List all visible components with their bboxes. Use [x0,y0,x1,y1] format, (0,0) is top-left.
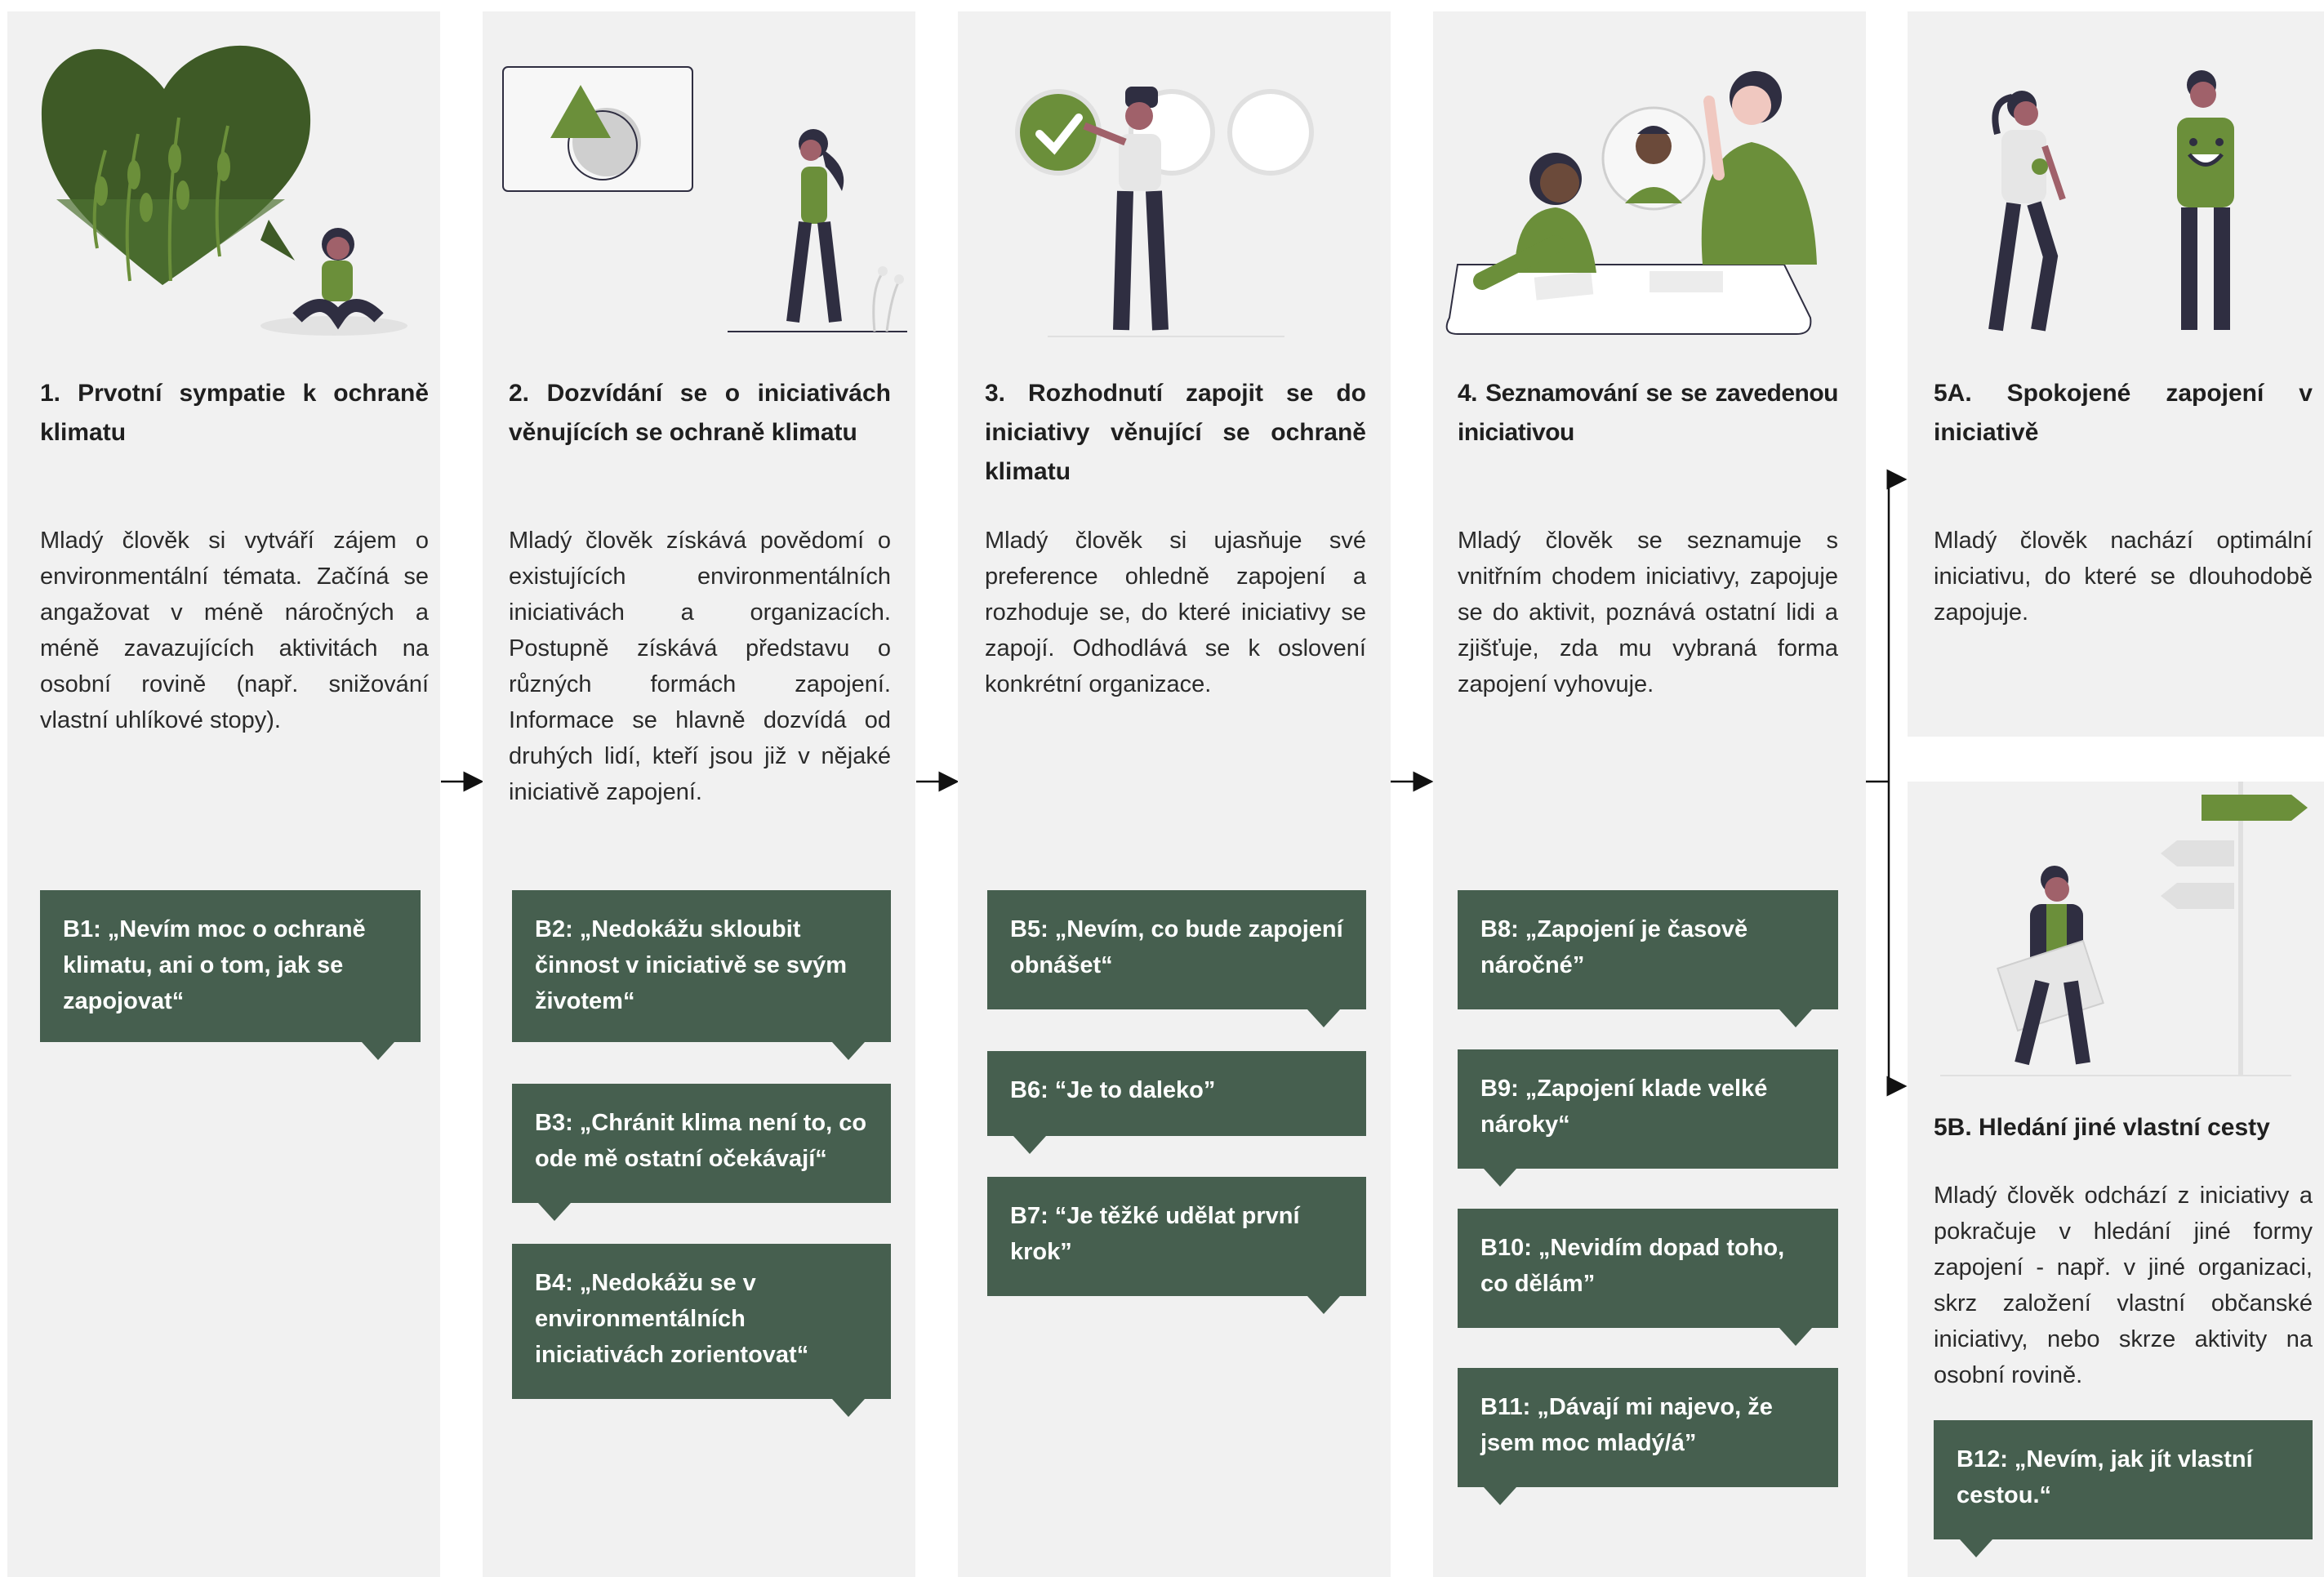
barrier-b9: B9: „Zapojení klade velké nároky“ [1458,1049,1838,1187]
stage-3-title: 3. Rozhodnutí zapojit se do iniciativy v… [985,380,1366,485]
woman-checkmark-illustration [1015,87,1314,337]
barrier-b12-tail [1960,1539,1992,1557]
barrier-b10: B10: „Nevidím dopad toho, co dělám” [1458,1209,1838,1346]
stage-5a-column: 5A. Spokojené zapojení v iniciativě Mlad… [1908,11,2324,737]
barrier-b6-tail [1013,1136,1046,1154]
barrier-b2: B2: „Nedokážu skloubit činnost v iniciat… [512,890,891,1060]
stage-4-description: Mladý člověk se seznamuje s vnitřním cho… [1458,528,1838,697]
stage-1-column: 1. Prvotní sympatie k ochraně klimatu Ml… [7,11,440,1577]
barrier-b4: B4: „Nedokážu se v environmentálních ini… [512,1244,891,1417]
barrier-b9-tail [1484,1169,1516,1187]
barrier-b12: B12: „Nevím, jak jít vlastní cestou.“ [1934,1420,2313,1557]
barrier-b8: B8: „Zapojení je časově náročné” [1458,890,1838,1027]
stage-1-description: Mladý člověk si vytváří zájem o environm… [40,528,429,733]
barrier-b4-text: B4: „Nedokážu se v environmentálních ini… [535,1270,809,1368]
barrier-b7: B7: “Je těžké udělat první krok” [987,1177,1366,1314]
stage-2-title: 2. Dozvídání se o iniciativách věnujícíc… [509,380,891,446]
barrier-b12-text: B12: „Nevím, jak jít vlastní cestou.“ [1957,1446,2253,1508]
meeting-illustration [1445,71,1817,335]
barrier-b3-text: B3: „Chránit klima není to, co ode mě os… [535,1110,867,1172]
barrier-b1-text: B1: „Nevím moc o ochraně klimatu, ani o … [63,916,366,1014]
stage-2-column: 2. Dozvídání se o iniciativách věnujícíc… [483,11,915,1577]
barrier-b5-tail [1307,1009,1340,1027]
stage-5b-title: 5B. Hledání jiné vlastní cesty [1934,1114,2270,1141]
barrier-b7-tail [1307,1296,1340,1314]
stage-4-title: 4. Seznamování se se zavedenou iniciativ… [1458,380,1839,446]
barrier-b11: B11: „Dávají mi najevo, že jsem moc mlad… [1458,1368,1838,1505]
barrier-b6-text: B6: “Je to daleko” [1010,1077,1216,1103]
happy-people-illustration [1988,70,2234,332]
barrier-b4-tail [832,1399,865,1417]
barrier-b7-text: B7: “Je těžké udělat první krok” [1010,1203,1300,1265]
woman-board-illustration [502,66,907,332]
barrier-b1-tail [362,1042,394,1060]
stage-5a-description: Mladý člověk nachází optimální iniciativ… [1934,528,2313,626]
signpost-illustration [1940,782,2308,1076]
stage-5b-description: Mladý člověk odchází z iniciativy a pokr… [1934,1183,2313,1388]
stage-5a-title: 5A. Spokojené zapojení v iniciativě [1934,380,2313,446]
barrier-b11-tail [1484,1487,1516,1505]
barrier-b5-text: B5: „Nevím, co bude zapojení obnášet“ [1010,916,1343,978]
heart-illustration [41,45,407,336]
barrier-b10-tail [1779,1328,1812,1346]
stage-3-column: 3. Rozhodnutí zapojit se do iniciativy v… [958,11,1391,1577]
barrier-b8-text: B8: „Zapojení je časově náročné” [1480,916,1748,978]
barrier-b8-tail [1779,1009,1812,1027]
barrier-b10-text: B10: „Nevidím dopad toho, co dělám” [1480,1235,1785,1297]
barrier-b3: B3: „Chránit klima není to, co ode mě os… [512,1084,891,1221]
barrier-b2-text: B2: „Nedokážu skloubit činnost v iniciat… [535,916,848,1014]
barrier-b6: B6: “Je to daleko” [987,1051,1366,1154]
barrier-b5: B5: „Nevím, co bude zapojení obnášet“ [987,890,1366,1027]
arrow-4-branch [1866,469,1908,1097]
barrier-b2-tail [832,1042,865,1060]
barrier-b11-text: B11: „Dávají mi najevo, že jsem moc mlad… [1480,1394,1773,1456]
barrier-b9-text: B9: „Zapojení klade velké nároky“ [1480,1076,1768,1138]
stage-2-description: Mladý člověk získává povědomí o existují… [509,528,891,805]
barrier-b3-tail [538,1203,571,1221]
stage-5b-column: 5B. Hledání jiné vlastní cesty Mladý člo… [1908,782,2324,1577]
stage-3-description: Mladý člověk si ujasňuje své preference … [985,528,1366,697]
stage-4-column: 4. Seznamování se se zavedenou iniciativ… [1433,11,1866,1577]
stage-1-title: 1. Prvotní sympatie k ochraně klimatu [40,380,429,446]
barrier-b1: B1: „Nevím moc o ochraně klimatu, ani o … [40,890,421,1060]
